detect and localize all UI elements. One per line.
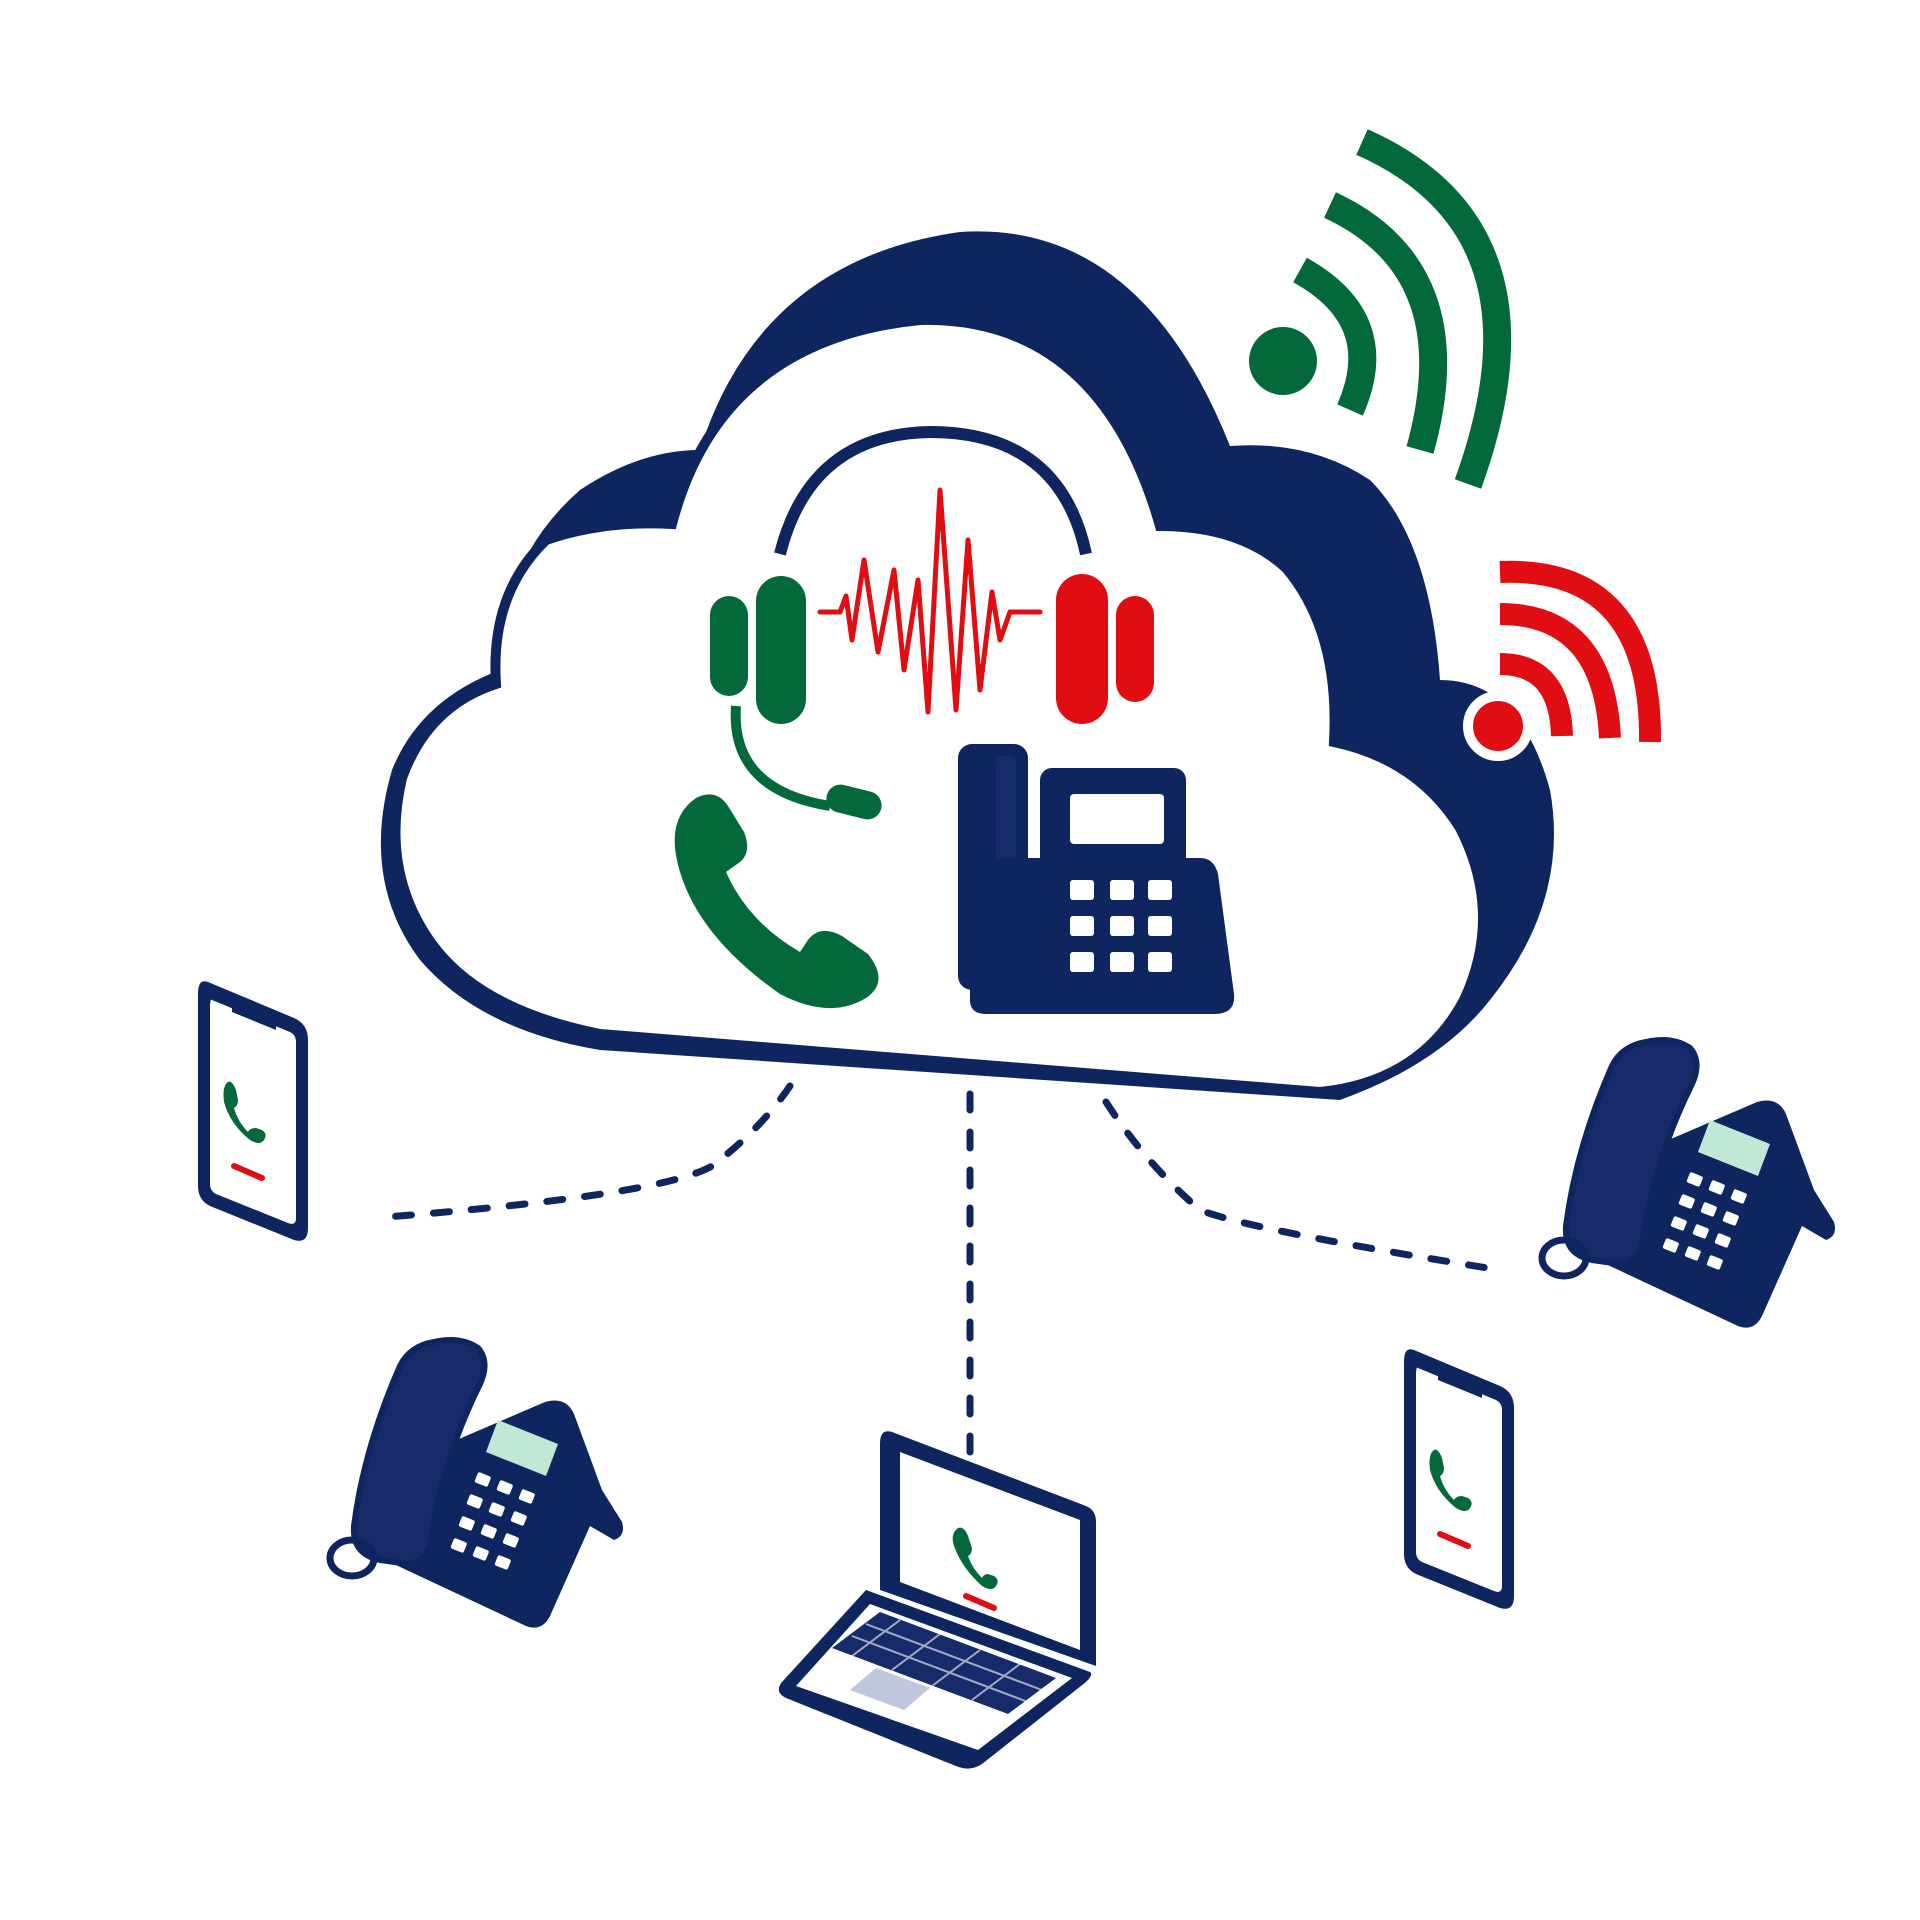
connection-to-right-desk-phone — [1102, 1098, 1504, 1274]
headset-icon — [710, 425, 1154, 820]
laptop-icon — [778, 1431, 1096, 1769]
audio-waveform-icon — [817, 487, 1043, 715]
connection-to-left-phone — [370, 1082, 794, 1222]
desk-phone-icon — [958, 744, 1235, 1014]
smartphone-icon — [198, 981, 308, 1241]
phone-handset-icon — [674, 794, 879, 1009]
desk-phone-icon — [1542, 1040, 1835, 1328]
wifi-signal-icon — [1249, 129, 1512, 489]
connection-lines — [370, 1082, 1504, 1464]
smartphone-icon — [1404, 1349, 1514, 1609]
wifi-signal-icon — [1463, 560, 1662, 761]
desk-phone-icon — [330, 1340, 623, 1628]
